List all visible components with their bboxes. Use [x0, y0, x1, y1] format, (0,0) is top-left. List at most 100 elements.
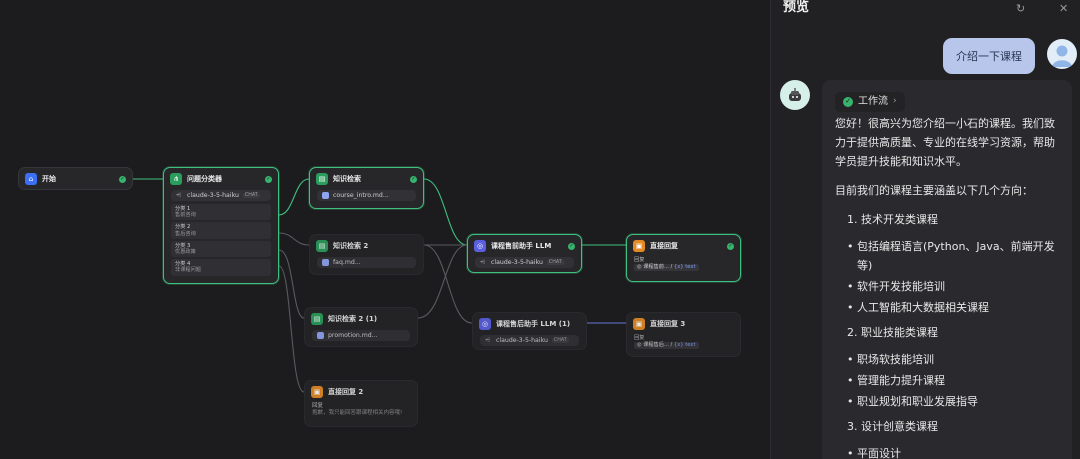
list-item: 人工智能和大数据相关课程: [847, 298, 1059, 317]
dataset-file: course_intro.md...: [317, 190, 416, 201]
node-title: 知识检索: [333, 175, 361, 183]
answer-content: 回复抱歉，我只能回答跟课程相关内容哦!: [312, 403, 410, 417]
bot-message: ✓工作流› 您好！很高兴为您介绍一小石的课程。我们致力于提供高质量、专业的在线学…: [822, 80, 1072, 459]
node-knowledge-retrieval-2[interactable]: ▤ 知识检索 2 faq.md...: [309, 234, 424, 275]
class-value: 售前咨询: [175, 212, 196, 219]
knowledge-icon: ▤: [311, 313, 323, 325]
user-message: 介绍一下课程: [943, 38, 1035, 74]
answer-content: 回复 ◎ 课程售前... / {x} text: [634, 257, 733, 271]
list-item: 平面设计: [847, 444, 1059, 459]
variable-tag: {x} text: [673, 264, 696, 270]
section-list: 包括编程语言(Python、Java、前端开发等) 软件开发技能培训 人工智能和…: [847, 237, 1059, 317]
node-title: 课程售后助手 LLM (1): [496, 320, 571, 328]
list-item: 软件开发技能培训: [847, 277, 1059, 296]
list-item: 职场软技能培训: [847, 350, 1059, 369]
model-name: claude-3-5-haiku: [187, 192, 239, 199]
model-badge: CHAT: [242, 193, 260, 198]
class-value: 优惠政策: [175, 249, 196, 256]
class-label: 分类 1: [175, 206, 191, 212]
variable-tag: {x} text: [673, 342, 696, 348]
user-avatar-icon: [1052, 45, 1072, 67]
edge-classifier-kr2: [278, 232, 310, 246]
answer-icon: ▣: [633, 318, 645, 330]
file-icon: [322, 192, 329, 199]
answer-icon: ▣: [311, 386, 323, 398]
list-item: 管理能力提升课程: [847, 371, 1059, 390]
file-icon: [317, 332, 324, 339]
class-label: 分类 4: [175, 261, 191, 268]
class-value: 非课程问题: [175, 267, 201, 274]
node-direct-answer[interactable]: ▣直接回复✓ 回复 ◎ 课程售前... / {x} text: [626, 234, 741, 282]
list-item: 包括编程语言(Python、Java、前端开发等): [847, 237, 1059, 275]
success-check-icon: ✓: [265, 175, 272, 183]
edge-classifier-kr3: [278, 249, 305, 319]
file-name: faq.md...: [333, 259, 361, 266]
file-icon: [322, 259, 329, 266]
bot-avatar: [780, 80, 810, 110]
user-avatar: [1047, 39, 1077, 69]
node-knowledge-retrieval[interactable]: ▤知识检索✓ course_intro.md...: [309, 167, 424, 209]
variable-pill: ◎ 课程售前... / {x} text: [634, 264, 699, 271]
answer-label: 回复: [312, 403, 324, 409]
node-knowledge-retrieval-2-1[interactable]: ▤ 知识检索 2 (1) promotion.md...: [304, 307, 418, 347]
answer-label: 回复: [634, 257, 645, 263]
model-icon: ⩤: [485, 336, 490, 344]
node-title: 问题分类器: [187, 175, 222, 183]
node-title: 直接回复: [650, 242, 678, 250]
workflow-toggle[interactable]: ✓工作流›: [835, 91, 905, 112]
response-lead: 目前我们的课程主要涵盖以下几个方向：: [835, 183, 1033, 197]
edge-classifier-kr1: [278, 178, 310, 216]
llm-ref-icon: ◎: [637, 342, 644, 348]
llm-ref-icon: ◎: [637, 264, 644, 270]
node-title: 知识检索 2: [333, 242, 369, 250]
answer-icon: ▣: [633, 240, 645, 252]
response-intro: 您好！很高兴为您介绍一小石的课程。我们致力于提供高质量、专业的在线学习资源，帮助…: [835, 116, 1055, 168]
llm-icon: ◎: [474, 240, 486, 252]
section-heading: 2. 职业技能类课程: [847, 325, 938, 339]
llm-icon: ◎: [479, 318, 491, 330]
section-heading: 3. 设计创意类课程: [847, 419, 938, 433]
section-list: 平面设计: [847, 444, 1059, 459]
workflow-edges: [133, 178, 626, 393]
file-name: promotion.md...: [328, 332, 378, 339]
file-name: course_intro.md...: [333, 192, 389, 199]
variable-pill: ◎ 课程售后... / {x} text: [634, 342, 699, 349]
edge-kr2-llm2: [423, 244, 473, 324]
node-title: 直接回复 2: [328, 388, 364, 396]
node-direct-answer-2[interactable]: ▣ 直接回复 2 回复抱歉，我只能回答跟课程相关内容哦!: [304, 380, 418, 427]
bot-avatar-icon: [789, 88, 801, 101]
dataset-file: promotion.md...: [312, 330, 410, 341]
model-badge: CHAT: [546, 260, 564, 265]
classifier-icon: ⋔: [170, 173, 182, 185]
node-start[interactable]: ⌂ 开始 ✓: [18, 167, 133, 190]
variable-ref: 课程售前...: [643, 264, 669, 270]
section-list: 职场软技能培训 管理能力提升课程 职业规划和职业发展指导: [847, 350, 1059, 411]
knowledge-icon: ▤: [316, 173, 328, 185]
node-title: 开始: [42, 175, 56, 183]
model-badge: CHAT: [551, 338, 569, 343]
node-title: 直接回复 3: [650, 320, 686, 328]
node-direct-answer-3[interactable]: ▣ 直接回复 3 回复 ◎ 课程售后... / {x} text: [626, 312, 741, 357]
node-title: 知识检索 2 (1): [328, 315, 378, 323]
model-name: claude-3-5-haiku: [496, 337, 548, 344]
edge-kr1-llm1: [423, 178, 468, 246]
model-icon: ⩤: [176, 191, 181, 199]
restart-icon[interactable]: ↻: [1016, 2, 1026, 15]
model-name: claude-3-5-haiku: [491, 259, 543, 266]
answer-label: 回复: [634, 335, 645, 341]
success-check-icon: ✓: [119, 175, 126, 183]
close-icon[interactable]: ✕: [1059, 2, 1069, 15]
home-icon: ⌂: [25, 173, 37, 185]
knowledge-icon: ▤: [316, 240, 328, 252]
